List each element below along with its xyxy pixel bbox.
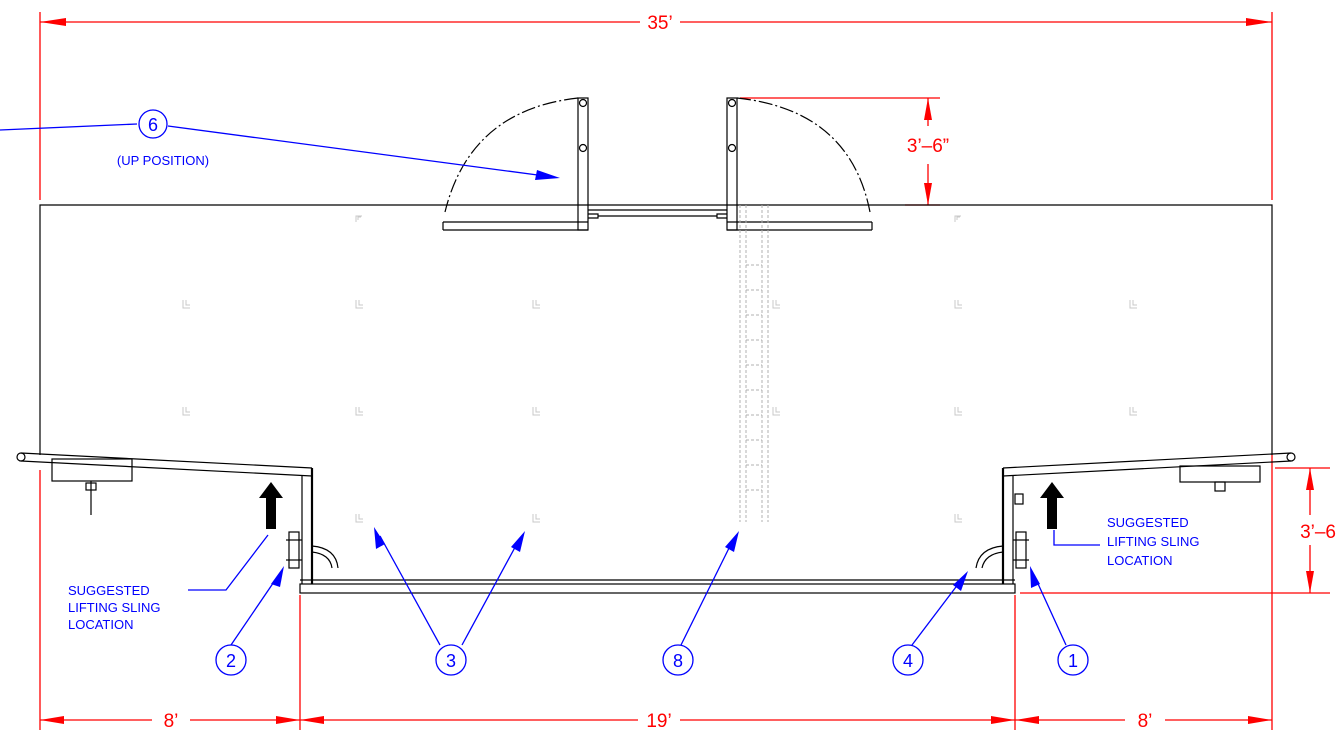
callout-sling-left: SUGGESTED LIFTING SLING LOCATION <box>68 534 269 632</box>
callout-3: 3 <box>374 527 525 676</box>
dim-right-section-label: 8’ <box>1138 711 1153 732</box>
grid-marks <box>182 215 1137 523</box>
left-roof-section <box>16 452 314 584</box>
sling-right-line-3: LOCATION <box>1107 553 1173 568</box>
dim-door-height-label: 3’–6” <box>907 136 949 157</box>
balloon-3-label: 3 <box>446 651 456 671</box>
sling-left-line-2: LIFTING SLING <box>68 600 160 615</box>
callout-sling-right: SUGGESTED LIFTING SLING LOCATION <box>1053 515 1199 568</box>
balloon-4-label: 4 <box>903 651 913 671</box>
dimension-bottom-chain: 8’ 19’ 8’ <box>39 455 1273 732</box>
dimension-right-height: 3’–6 <box>1020 467 1336 594</box>
callout-2: 2 <box>215 566 284 676</box>
right-lifting-arrow-icon <box>1040 482 1064 529</box>
building-outline <box>39 204 1273 455</box>
callout-1: 1 <box>1030 566 1089 676</box>
balloon-6-label: 6 <box>148 115 158 135</box>
callout-4: 4 <box>892 571 968 676</box>
balloon-2-label: 2 <box>226 651 236 671</box>
door-right <box>726 97 873 231</box>
dim-right-height-label: 3’–6 <box>1300 522 1336 543</box>
sling-left-line-3: LOCATION <box>68 617 134 632</box>
dim-overall-label: 35’ <box>647 13 672 34</box>
sling-right-line-2: LIFTING SLING <box>1107 534 1199 549</box>
callout-6: 6 (UP POSITION) <box>0 109 560 180</box>
door-header <box>588 209 727 219</box>
dim-left-section-label: 8’ <box>164 711 179 732</box>
balloon-8-label: 8 <box>673 651 683 671</box>
floor-section <box>299 579 1016 594</box>
up-position-note: (UP POSITION) <box>117 153 209 168</box>
balloon-1-label: 1 <box>1068 651 1078 671</box>
left-hinge-assembly <box>286 531 339 569</box>
left-lifting-arrow-icon <box>259 482 283 529</box>
right-roof-section <box>1001 452 1296 584</box>
dim-center-section-label: 19’ <box>646 711 671 732</box>
right-hinge-assembly <box>975 531 1029 569</box>
ladder-hidden <box>739 205 769 522</box>
dimension-overall-width: 35’ <box>39 12 1273 200</box>
sling-right-line-1: SUGGESTED <box>1107 515 1189 530</box>
callout-8: 8 <box>662 531 739 676</box>
door-left <box>442 97 589 231</box>
sling-left-line-1: SUGGESTED <box>68 583 150 598</box>
